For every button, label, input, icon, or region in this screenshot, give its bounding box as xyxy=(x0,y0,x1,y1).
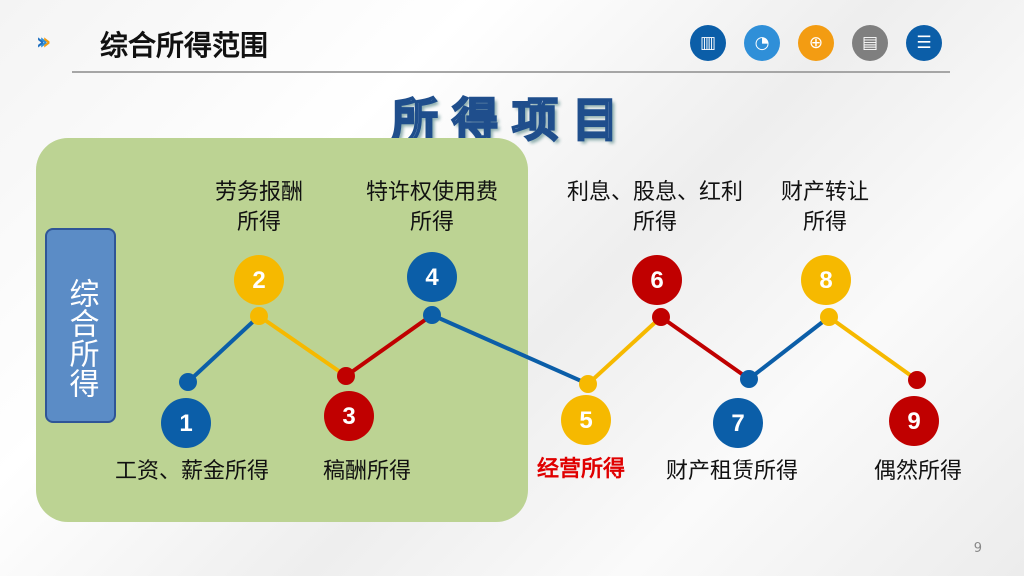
item-number: 9 xyxy=(907,408,920,435)
item-number-badge xyxy=(801,255,851,305)
item-label: 财产租赁所得 xyxy=(665,459,799,484)
connector-line xyxy=(747,315,831,381)
item-number: 4 xyxy=(425,264,439,291)
node-dot xyxy=(740,370,758,388)
item-number: 7 xyxy=(731,410,744,437)
item-label: 稿酬所得 xyxy=(322,459,412,484)
page-number: 9 xyxy=(973,541,982,556)
item-label: 利息、股息、红利所得 xyxy=(566,180,744,235)
connector-line xyxy=(186,314,261,384)
item-number-badge xyxy=(889,396,939,446)
item-label: 劳务报酬所得 xyxy=(214,180,304,235)
node-dot xyxy=(179,373,197,391)
item-number: 2 xyxy=(252,267,265,294)
node-dot xyxy=(250,307,268,325)
divider xyxy=(72,71,950,73)
item-number-badge xyxy=(407,252,457,302)
connector-line xyxy=(431,313,589,386)
group-label: 综合所得 xyxy=(45,228,116,423)
item-label: 特许权使用费所得 xyxy=(365,180,499,235)
connector-line xyxy=(827,315,919,382)
bar-chart-icon[interactable]: ▥ xyxy=(690,25,726,61)
node-dot xyxy=(820,308,838,326)
item-number-badge xyxy=(632,255,682,305)
item-label: 财产转让所得 xyxy=(780,180,870,235)
connector-line xyxy=(586,315,663,386)
item-number: 3 xyxy=(342,403,355,430)
zoom-in-icon[interactable]: ⊕ xyxy=(798,25,834,61)
node-dot xyxy=(908,371,926,389)
item-number: 5 xyxy=(579,407,592,434)
notebook-icon[interactable]: ▤ xyxy=(852,25,888,61)
node-dot xyxy=(579,375,597,393)
item-number-badge xyxy=(161,398,211,448)
connector-line xyxy=(257,314,348,378)
node-dot xyxy=(652,308,670,326)
checklist-icon[interactable]: ☰ xyxy=(906,25,942,61)
item-number: 8 xyxy=(819,267,832,294)
item-number-badge xyxy=(713,398,763,448)
pie-chart-icon[interactable]: ◔ xyxy=(744,25,780,61)
item-label: 经营所得 xyxy=(536,457,626,482)
item-label: 偶然所得 xyxy=(873,459,963,484)
connector-line xyxy=(344,313,434,378)
item-number: 1 xyxy=(179,410,192,437)
node-dot xyxy=(337,367,355,385)
connector-line xyxy=(659,315,751,381)
node-dot xyxy=(423,306,441,324)
item-number-badge xyxy=(234,255,284,305)
item-number: 6 xyxy=(650,267,663,294)
slide-title: 综合所得范围 xyxy=(100,29,269,62)
item-number-badge xyxy=(561,395,611,445)
icon-toolbar: ▥ ◔ ⊕ ▤ ☰ xyxy=(690,25,942,61)
item-label: 工资、薪金所得 xyxy=(114,459,270,484)
item-number-badge xyxy=(324,391,374,441)
